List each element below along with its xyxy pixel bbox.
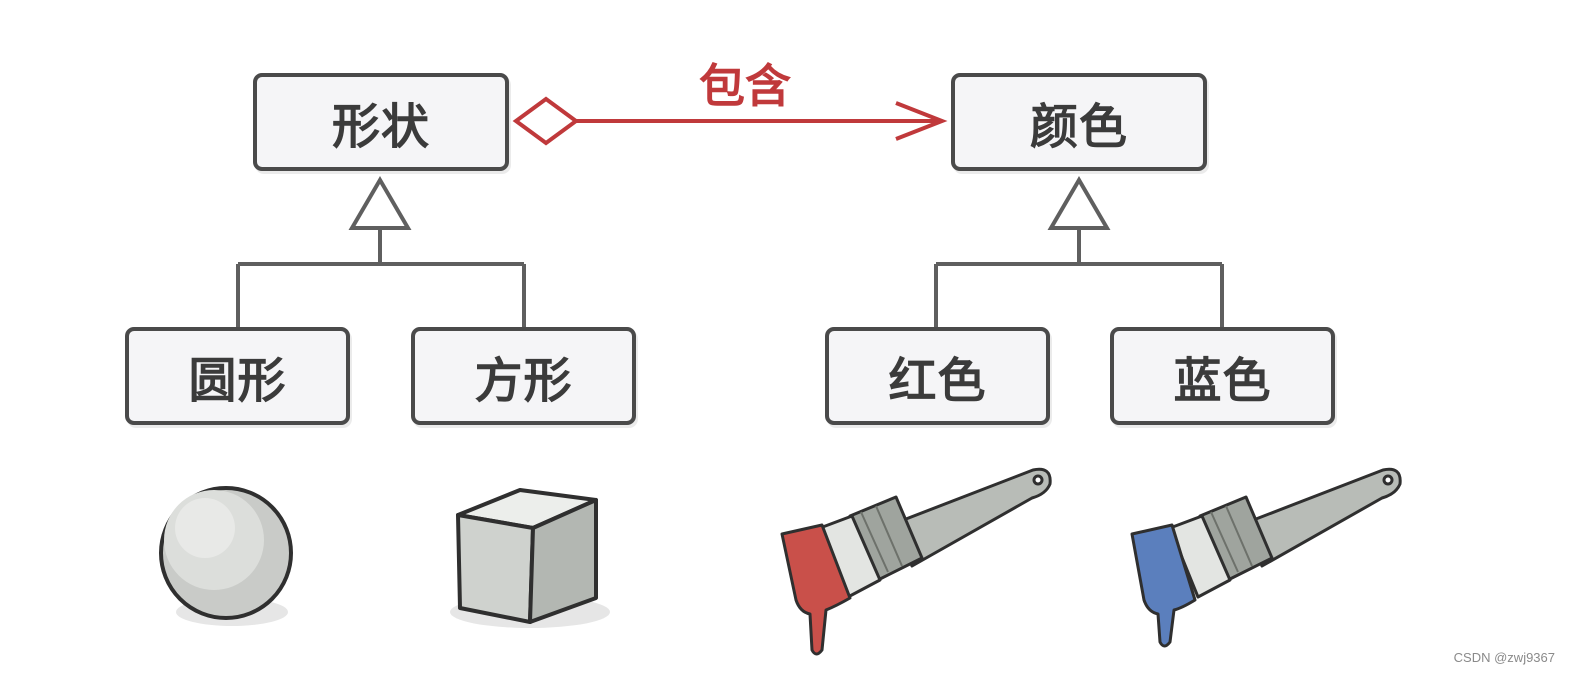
color-class-box: 颜色: [951, 73, 1207, 171]
aggregation-relation-arrow: [512, 96, 948, 146]
sphere-illustration: [159, 486, 293, 626]
red-paintbrush-illustration: [780, 467, 1052, 656]
cube-illustration: [450, 488, 610, 628]
blue-paintbrush-illustration: [1130, 467, 1402, 648]
blue-class-box: 蓝色: [1110, 327, 1335, 425]
shape-class-box: 形状: [253, 73, 509, 171]
red-class-box: 红色: [825, 327, 1050, 425]
shape-inheritance-connector: [236, 176, 526, 328]
circle-class-box: 圆形: [125, 327, 350, 425]
square-class-box: 方形: [411, 327, 636, 425]
color-inheritance-connector: [934, 176, 1224, 328]
csdn-watermark: CSDN @zwj9367: [1453, 650, 1555, 665]
relation-label: 包含: [699, 59, 791, 113]
